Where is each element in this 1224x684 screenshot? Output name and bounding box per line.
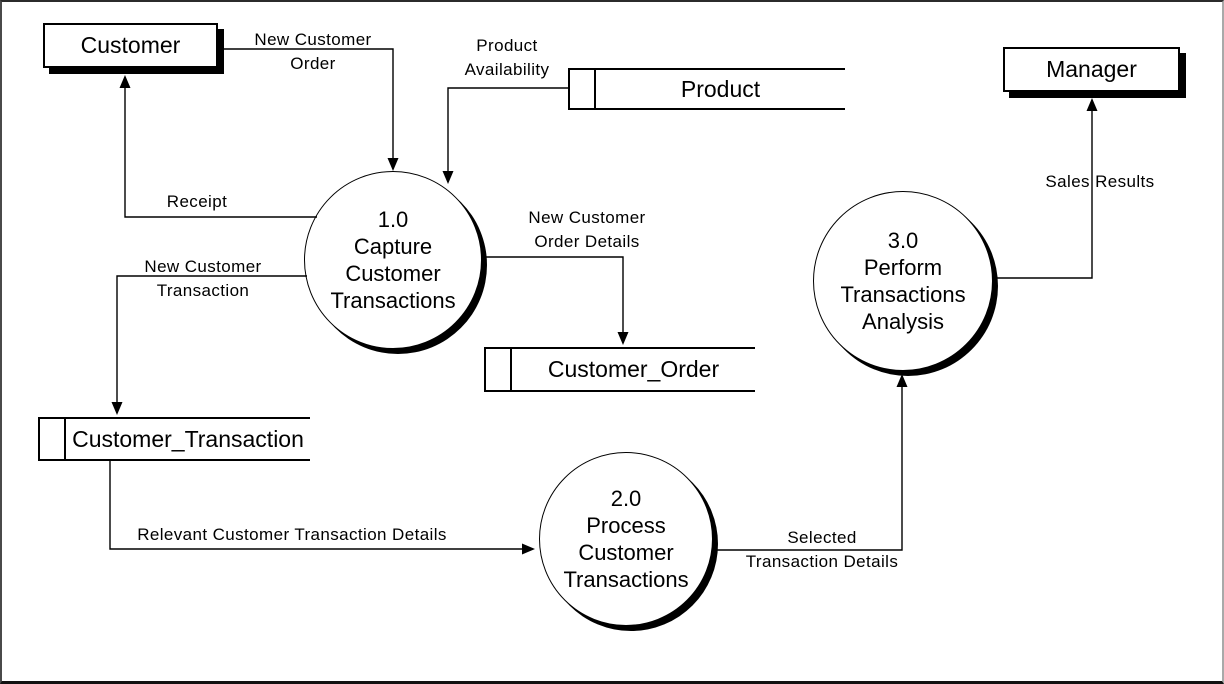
datastore-product[interactable]: Product [568, 68, 845, 110]
flow-label-sales-results: Sales Results [1045, 170, 1154, 194]
datastore-customer-transaction-label: Customer_Transaction [72, 425, 304, 452]
process-3-perform-transactions-analysis[interactable]: 3.0 Perform Transactions Analysis [813, 191, 993, 371]
flow-arrow-new-customer-order-details [484, 256, 629, 345]
flow-label-relevant-customer-transaction-details: Relevant Customer Transaction Details [137, 523, 447, 547]
process-2-number: 2.0 [610, 486, 642, 511]
datastore-product-label: Product [680, 75, 761, 102]
flow-label-line: Order Details [534, 232, 640, 251]
flow-label-line: New Customer [144, 257, 262, 276]
datastore-customer-transaction[interactable]: Customer_Transaction [38, 417, 310, 461]
flow-label-line: Sales Results [1045, 172, 1155, 191]
flow-label-product-availability: Product Availability [465, 34, 550, 82]
flow-label-line: Receipt [166, 192, 228, 211]
process-2-name: Process Customer Transactions [563, 513, 689, 592]
entity-manager[interactable]: Manager [1003, 47, 1180, 92]
datastore-customer-transaction-cell [40, 419, 66, 459]
process-3-number: 3.0 [887, 228, 919, 253]
flow-label-selected-transaction-details: Selected Transaction Details [746, 526, 898, 574]
flow-label-line: Transaction Details [745, 552, 899, 571]
process-1-number: 1.0 [377, 207, 409, 232]
flow-label-new-customer-order-details: New Customer Order Details [528, 206, 645, 254]
datastore-customer-order-cell [486, 349, 512, 390]
flow-label-line: Relevant Customer Transaction Details [137, 525, 447, 544]
datastore-customer-order-label: Customer_Order [547, 356, 720, 382]
flow-label-line: Selected [787, 528, 857, 547]
flow-label-line: New Customer [528, 208, 646, 227]
flow-label-new-customer-transaction: New Customer Transaction [144, 255, 261, 303]
process-1-capture-customer-transactions[interactable]: 1.0 Capture Customer Transactions [304, 171, 482, 349]
flow-label-line: New Customer [254, 30, 372, 49]
datastore-customer-order[interactable]: Customer_Order [484, 347, 755, 392]
process-2-process-customer-transactions[interactable]: 2.0 Process Customer Transactions [539, 452, 713, 626]
entity-customer-label: Customer [80, 32, 181, 58]
flow-label-line: Availability [464, 60, 550, 79]
flow-label-receipt: Receipt [167, 190, 227, 214]
flow-label-new-customer-order: New Customer Order [254, 28, 371, 76]
flow-label-line: Transaction [156, 281, 250, 300]
process-1-name: Capture Customer Transactions [330, 234, 456, 313]
entity-customer[interactable]: Customer [43, 23, 218, 68]
process-3-name: Perform Transactions Analysis [840, 255, 966, 334]
flow-label-line: Order [290, 54, 336, 73]
datastore-product-cell [570, 70, 596, 108]
flow-label-line: Product [476, 36, 538, 55]
flow-arrow-selected-transaction-details [712, 374, 908, 551]
entity-manager-label: Manager [1046, 56, 1137, 82]
flow-arrow-product-availability [442, 87, 568, 184]
